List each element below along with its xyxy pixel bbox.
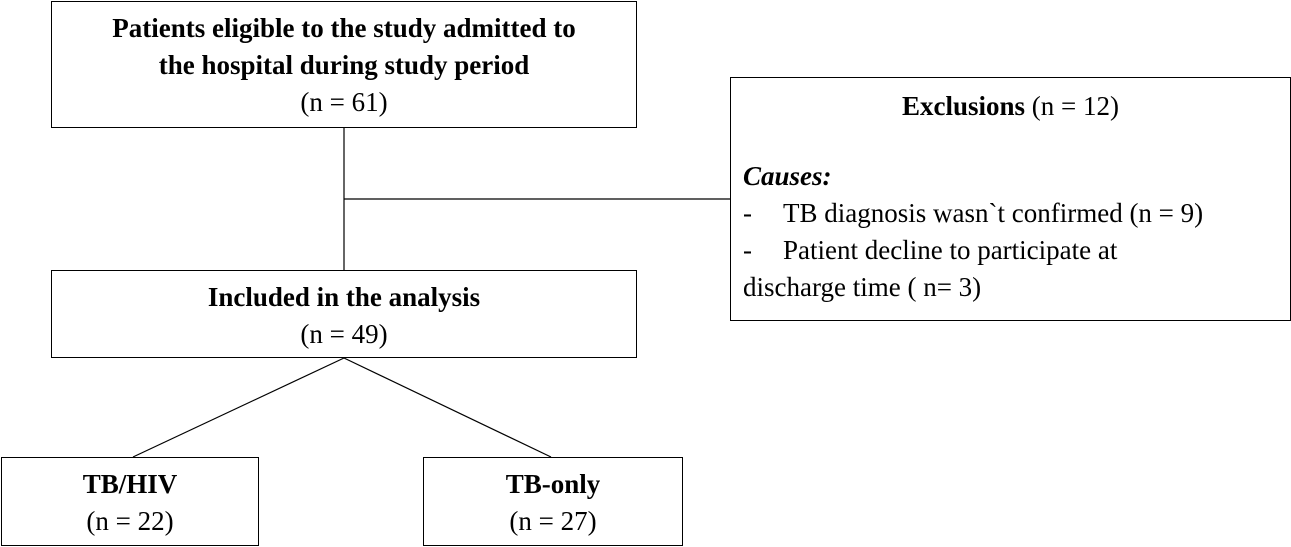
included-count: (n = 49) — [300, 319, 388, 349]
included-to-tbonly-line — [343, 357, 552, 458]
tbonly-title: TB-only — [505, 469, 601, 499]
cause-dash: - — [743, 198, 752, 228]
eligible-title-line2: the hospital during study period — [158, 50, 530, 80]
cause-item: - Patient decline to participate at — [743, 232, 1290, 269]
cause-text: TB diagnosis wasn`t confirmed (n = 9) — [783, 198, 1204, 228]
exclusions-heading: Exclusions (n = 12) — [743, 88, 1290, 125]
exclusions-title: Exclusions — [901, 91, 1026, 121]
cause-text-line1: Patient decline to participate at — [783, 235, 1118, 265]
eligible-patients-box: Patients eligible to the study admitted … — [51, 1, 637, 128]
tbhiv-count: (n = 22) — [86, 506, 174, 536]
tbonly-group-box: TB-only (n = 27) — [423, 457, 683, 546]
cause-dash: - — [743, 235, 752, 265]
included-to-tbhiv-line — [132, 357, 345, 458]
eligible-title-line1: Patients eligible to the study admitted … — [112, 13, 576, 43]
cause-item: - TB diagnosis wasn`t confirmed (n = 9) — [743, 195, 1290, 232]
included-title: Included in the analysis — [207, 282, 481, 312]
exclusions-box: Exclusions (n = 12) Causes: - TB diagnos… — [730, 77, 1291, 321]
tbhiv-title: TB/HIV — [82, 469, 178, 499]
cause-text-line2: discharge time ( n= 3) — [743, 272, 982, 302]
causes-label: Causes: — [743, 161, 832, 191]
tbhiv-group-box: TB/HIV (n = 22) — [1, 457, 259, 546]
tbonly-count: (n = 27) — [509, 506, 597, 536]
exclusions-count: (n = 12) — [1031, 91, 1119, 121]
included-analysis-box: Included in the analysis (n = 49) — [51, 270, 637, 358]
eligible-count: (n = 61) — [300, 87, 388, 117]
